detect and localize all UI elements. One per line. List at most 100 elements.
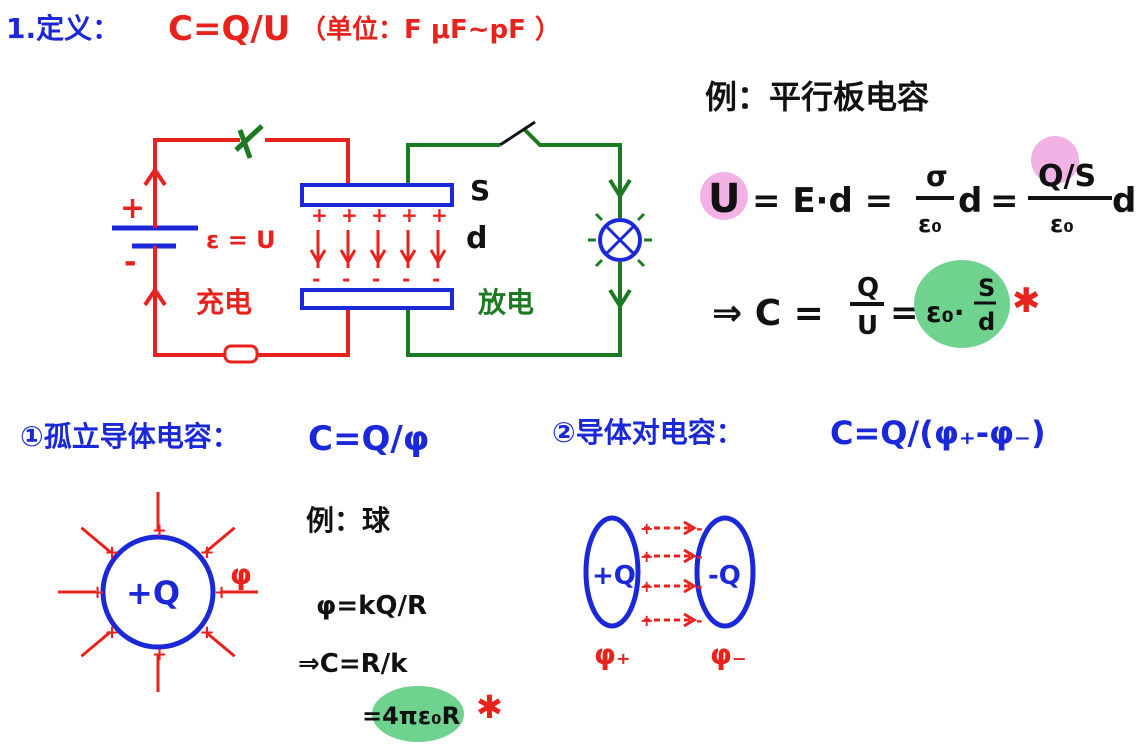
- plate-plus-sign: +: [371, 203, 388, 227]
- charge-switch: [234, 124, 264, 152]
- result-star: ✱: [1012, 281, 1041, 321]
- sphere-ray: [204, 630, 236, 658]
- plate-plus-sign: +: [311, 203, 328, 227]
- charge-label: 充电: [196, 286, 252, 319]
- deriv-sigma: σ: [926, 160, 948, 193]
- discharge-label: 放电: [477, 286, 534, 319]
- plate-minus-sign: -: [312, 267, 320, 291]
- pair-field-arrow: [683, 612, 697, 628]
- sphere-phi: φ: [230, 558, 252, 591]
- positive-charge: +Q: [592, 561, 636, 591]
- section2-formula: C=Q/(φ₊-φ₋): [830, 414, 1046, 452]
- battery-minus: -: [124, 245, 136, 280]
- deriv-eq1: = E·d =: [752, 181, 893, 221]
- pair-plus-sign: +: [640, 519, 653, 538]
- pair-field-lines: +-+-+-+-: [640, 519, 703, 630]
- discharge-arrow-1: [608, 178, 632, 200]
- field-arrow: [309, 249, 327, 265]
- sphere-plus-sign: +: [199, 622, 214, 643]
- field-arrow: [429, 249, 447, 265]
- plate-d-label: d: [466, 221, 487, 256]
- section1-title: ①孤立导体电容：: [20, 420, 240, 453]
- charge-switch-mark: [237, 129, 253, 159]
- sphere-plus-sign: +: [105, 622, 120, 643]
- discharging-loop: [406, 128, 622, 357]
- emf-label: ε = U: [206, 226, 276, 254]
- pair-field-arrow: [683, 578, 697, 594]
- sphere-cap-eq: ⇒C=R/k: [298, 649, 408, 679]
- sphere-plus-sign: +: [105, 542, 120, 563]
- plate-plus-sign: +: [431, 203, 448, 227]
- charge-arrow-2: [143, 286, 167, 307]
- result-prefix: ⇒ C =: [712, 293, 824, 334]
- deriv-eq2: =: [990, 181, 1019, 221]
- bulb-cross-2: [604, 224, 636, 256]
- sphere-star: ✱: [476, 688, 503, 726]
- deriv-eps0-1: ε₀: [918, 210, 942, 238]
- deriv-d1: d: [958, 181, 982, 221]
- phi-plus: φ₊: [594, 638, 631, 671]
- sphere-plus-sign: +: [214, 582, 229, 603]
- sphere-ray: [80, 526, 112, 554]
- sphere-result-highlight: [372, 686, 464, 742]
- pair-plus-sign: +: [640, 611, 653, 630]
- plate-minus-sign: -: [342, 267, 350, 291]
- field-lines: +-+-+-+-+-: [309, 203, 448, 291]
- result-u: U: [857, 311, 878, 341]
- capacitor-top-plate: [300, 183, 454, 207]
- negative-conductor: [694, 515, 756, 629]
- example-title: 例：平行板电容: [705, 78, 929, 116]
- plate-minus-sign: -: [372, 267, 380, 291]
- pair-minus-sign: -: [696, 577, 703, 596]
- discharge-arrow-2: [608, 288, 632, 310]
- sphere-final: =4πε₀R: [362, 702, 460, 730]
- result-eq: =: [890, 293, 919, 333]
- charge-arrow-1: [143, 166, 167, 187]
- sphere-plus-sign: +: [152, 644, 167, 665]
- pair-minus-sign: -: [696, 611, 703, 630]
- positive-conductor: [583, 515, 641, 629]
- deriv-u: U: [708, 176, 740, 222]
- plate-s-label: S: [470, 174, 490, 207]
- result-highlight: [914, 260, 1010, 348]
- sphere-phi-eq: φ=kQ/R: [316, 591, 427, 621]
- plate-minus-sign: -: [432, 267, 440, 291]
- bulb-rays: [588, 212, 652, 268]
- sphere-rays: ++++++++: [58, 492, 258, 692]
- sphere-plus-sign: +: [152, 520, 167, 541]
- u-highlight: [700, 172, 748, 220]
- result-s: S: [978, 274, 995, 302]
- pair-plus-sign: +: [640, 577, 653, 596]
- section1-formula: C=Q/φ: [308, 419, 429, 459]
- result-eps0: ε₀·: [926, 296, 965, 329]
- field-arrow: [369, 249, 387, 265]
- capacitor-bottom-plate: [300, 288, 454, 310]
- pair-field-arrow: [683, 548, 697, 564]
- charging-loop: [153, 138, 350, 357]
- sphere-charge: +Q: [126, 574, 180, 612]
- sphere-ray: [204, 526, 236, 554]
- plate-minus-sign: -: [402, 267, 410, 291]
- battery-plus: +: [120, 191, 145, 226]
- sphere-plus-sign: +: [90, 582, 105, 603]
- pair-field-arrow: [683, 520, 697, 536]
- resistor: [223, 344, 259, 364]
- deriv-eps0-2: ε₀: [1050, 210, 1074, 238]
- deriv-qs: Q/S: [1038, 159, 1096, 194]
- field-arrow: [399, 249, 417, 265]
- definition-unit: （单位：F μF~pF ）: [300, 14, 561, 45]
- deriv-d2: d: [1112, 181, 1136, 221]
- qs-highlight: [1031, 136, 1079, 184]
- negative-charge: -Q: [708, 561, 741, 591]
- isolated-sphere: [100, 534, 216, 650]
- sphere-plus-sign: +: [199, 542, 214, 563]
- discharge-switch: [499, 120, 536, 147]
- phi-minus: φ₋: [710, 638, 747, 671]
- result-q: Q: [857, 273, 879, 303]
- section2-title: ②导体对电容：: [552, 416, 744, 449]
- pair-minus-sign: -: [696, 519, 703, 538]
- plate-plus-sign: +: [341, 203, 358, 227]
- result-d: d: [978, 308, 995, 336]
- pair-plus-sign: +: [640, 547, 653, 566]
